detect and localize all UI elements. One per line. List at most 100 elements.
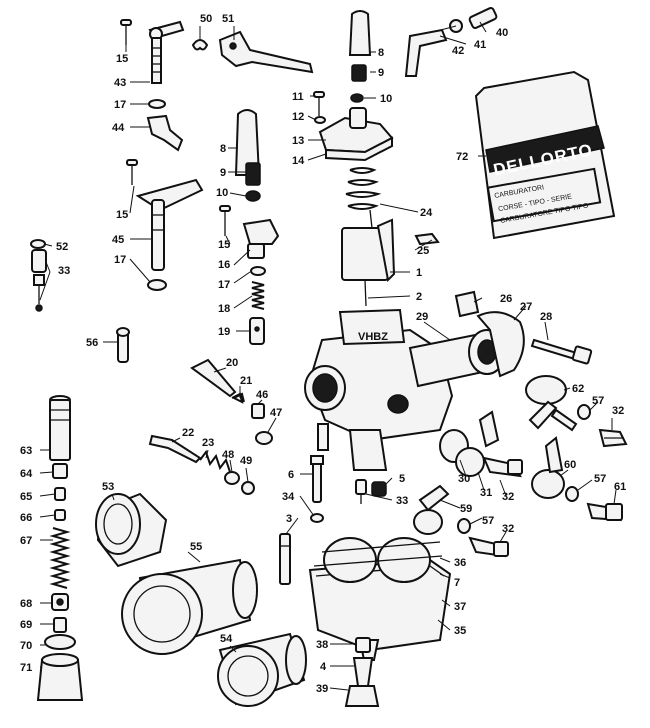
label-2: 2 <box>416 291 422 303</box>
label-32-b: 32 <box>502 491 514 503</box>
label-66: 66 <box>20 512 32 524</box>
label-21: 21 <box>240 375 252 387</box>
washer-49 <box>241 481 255 495</box>
choke-lever-51 <box>218 30 314 74</box>
label-24: 24 <box>420 207 433 219</box>
leader-lines <box>39 21 617 691</box>
label-37: 37 <box>454 601 466 613</box>
label-64: 64 <box>20 468 33 480</box>
cable-adjuster-16 <box>242 218 280 259</box>
spring-21 <box>231 392 245 404</box>
label-9-top: 9 <box>378 67 384 79</box>
label-59: 59 <box>460 503 472 515</box>
adjuster-9-b <box>245 162 261 186</box>
spring-24 <box>345 167 382 210</box>
lever-45 <box>135 178 204 271</box>
washer-46-47 <box>251 403 273 445</box>
bolt-32-b <box>482 456 523 478</box>
label-8-top: 8 <box>378 47 384 59</box>
jet-66 <box>54 509 66 521</box>
label-34: 34 <box>282 491 295 503</box>
label-72: 72 <box>456 151 468 163</box>
air-horn-54 <box>217 632 307 707</box>
washer-57-a <box>577 404 591 420</box>
label-52: 52 <box>56 241 68 253</box>
label-18: 18 <box>218 303 230 315</box>
label-69: 69 <box>20 619 32 631</box>
label-19: 19 <box>218 326 230 338</box>
float-bowl-37 <box>308 537 452 661</box>
label-54: 54 <box>220 633 233 645</box>
washer-10-top <box>350 93 364 103</box>
label-71: 71 <box>20 662 32 674</box>
label-38: 38 <box>316 639 328 651</box>
adjuster-9-a <box>351 64 367 82</box>
label-3: 3 <box>286 513 292 525</box>
label-61: 61 <box>614 481 626 493</box>
needle-valve-19 <box>249 317 265 345</box>
label-20: 20 <box>226 357 238 369</box>
label-55: 55 <box>190 541 202 553</box>
label-9-mid: 9 <box>220 167 226 179</box>
throttle-slide-1 <box>341 209 396 283</box>
label-15-mid: 15 <box>116 209 128 221</box>
label-70: 70 <box>20 640 32 652</box>
label-50: 50 <box>200 13 212 25</box>
label-17-mid: 17 <box>114 254 126 266</box>
float-7 <box>321 541 441 553</box>
label-27: 27 <box>520 301 532 313</box>
jet-64 <box>52 463 68 479</box>
label-5: 5 <box>399 473 405 485</box>
ring-34 <box>310 513 324 523</box>
label-15-top: 15 <box>116 53 128 65</box>
label-17-top: 17 <box>114 99 126 111</box>
washer-12 <box>314 116 326 124</box>
label-39: 39 <box>316 683 328 695</box>
gasket-36 <box>313 555 443 567</box>
label-4: 4 <box>320 661 327 673</box>
cover-13-14 <box>318 107 394 162</box>
label-49: 49 <box>240 455 252 467</box>
label-12: 12 <box>292 111 304 123</box>
label-17-right: 17 <box>218 279 230 291</box>
label-31: 31 <box>480 487 492 499</box>
label-44: 44 <box>112 122 125 134</box>
emulsion-tube-63 <box>49 395 71 461</box>
o-ring-17-c <box>250 266 266 276</box>
mixture-screw-22 <box>148 434 202 464</box>
spring-67 <box>49 527 71 589</box>
label-57-a: 57 <box>592 395 604 407</box>
seat-69 <box>53 617 67 633</box>
label-63: 63 <box>20 445 32 457</box>
pin-3 <box>279 533 291 585</box>
velocity-stack-55 <box>121 558 258 655</box>
label-14: 14 <box>292 155 305 167</box>
washer-57-b <box>565 486 579 502</box>
label-33-left: 33 <box>58 265 70 277</box>
bolt-28 <box>530 338 593 365</box>
label-7: 7 <box>454 577 460 589</box>
jet-65 <box>54 487 66 501</box>
washer-10-b <box>245 190 261 202</box>
label-53: 53 <box>102 481 114 493</box>
label-68: 68 <box>20 598 32 610</box>
bowl-screw-4 <box>352 657 374 687</box>
rubber-cap-8-a <box>348 10 372 56</box>
label-32-c: 32 <box>502 523 514 535</box>
label-47: 47 <box>270 407 282 419</box>
jet-52-33 <box>30 239 47 312</box>
label-32-a: 32 <box>612 405 624 417</box>
washer-57-c <box>457 518 471 534</box>
label-22: 22 <box>182 427 194 439</box>
label-60: 60 <box>564 459 576 471</box>
spring-23 <box>199 449 231 473</box>
washer-48 <box>224 471 240 485</box>
jet-6 <box>310 455 324 503</box>
label-36: 36 <box>454 557 466 569</box>
throttle-lever-43 <box>148 20 185 84</box>
label-10-top: 10 <box>380 93 392 105</box>
label-46: 46 <box>256 389 268 401</box>
label-15-right: 15 <box>218 239 230 251</box>
label-30: 30 <box>458 473 470 485</box>
needle-2 <box>364 279 367 307</box>
